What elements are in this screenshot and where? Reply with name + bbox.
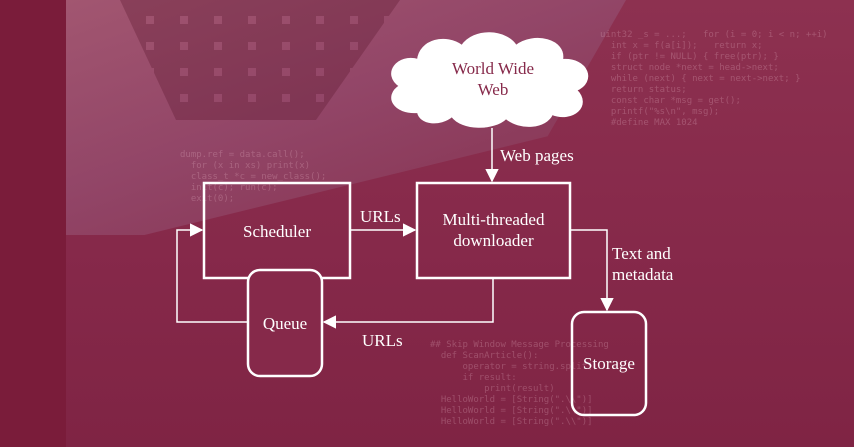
left-color-band [0,0,66,447]
edge-label-web-pages: Web pages [500,146,574,165]
edge-label-urls-bottom: URLs [362,331,403,350]
background-code-texture-center: dump.ref = data.call(); for (x in xs) pr… [180,150,327,204]
background-code-texture-bottom: ## Skip Window Message Processing def Sc… [430,340,609,427]
edge-label-urls-top: URLs [360,207,401,226]
downloader-label: Multi-threaded downloader [442,210,545,250]
arrow-downloader-to-queue [322,279,494,329]
downloader-box [415,181,572,280]
arrow-queue-to-scheduler [176,223,248,323]
queue-box [246,268,324,378]
queue-label: Queue [262,314,308,333]
www-cloud-shape [391,32,589,128]
storage-box [570,310,648,417]
edge-label-text-and-metadata: Text and metadata [612,244,674,284]
scheduler-label: Scheduler [243,222,311,241]
arrow-downloader-to-storage [571,229,614,312]
www-label: World Wide Web [451,59,535,99]
storage-label: Storage [583,354,635,373]
background-code-texture-right: uint32 _s = ...; for (i = 0; i < n; ++i)… [600,30,828,128]
